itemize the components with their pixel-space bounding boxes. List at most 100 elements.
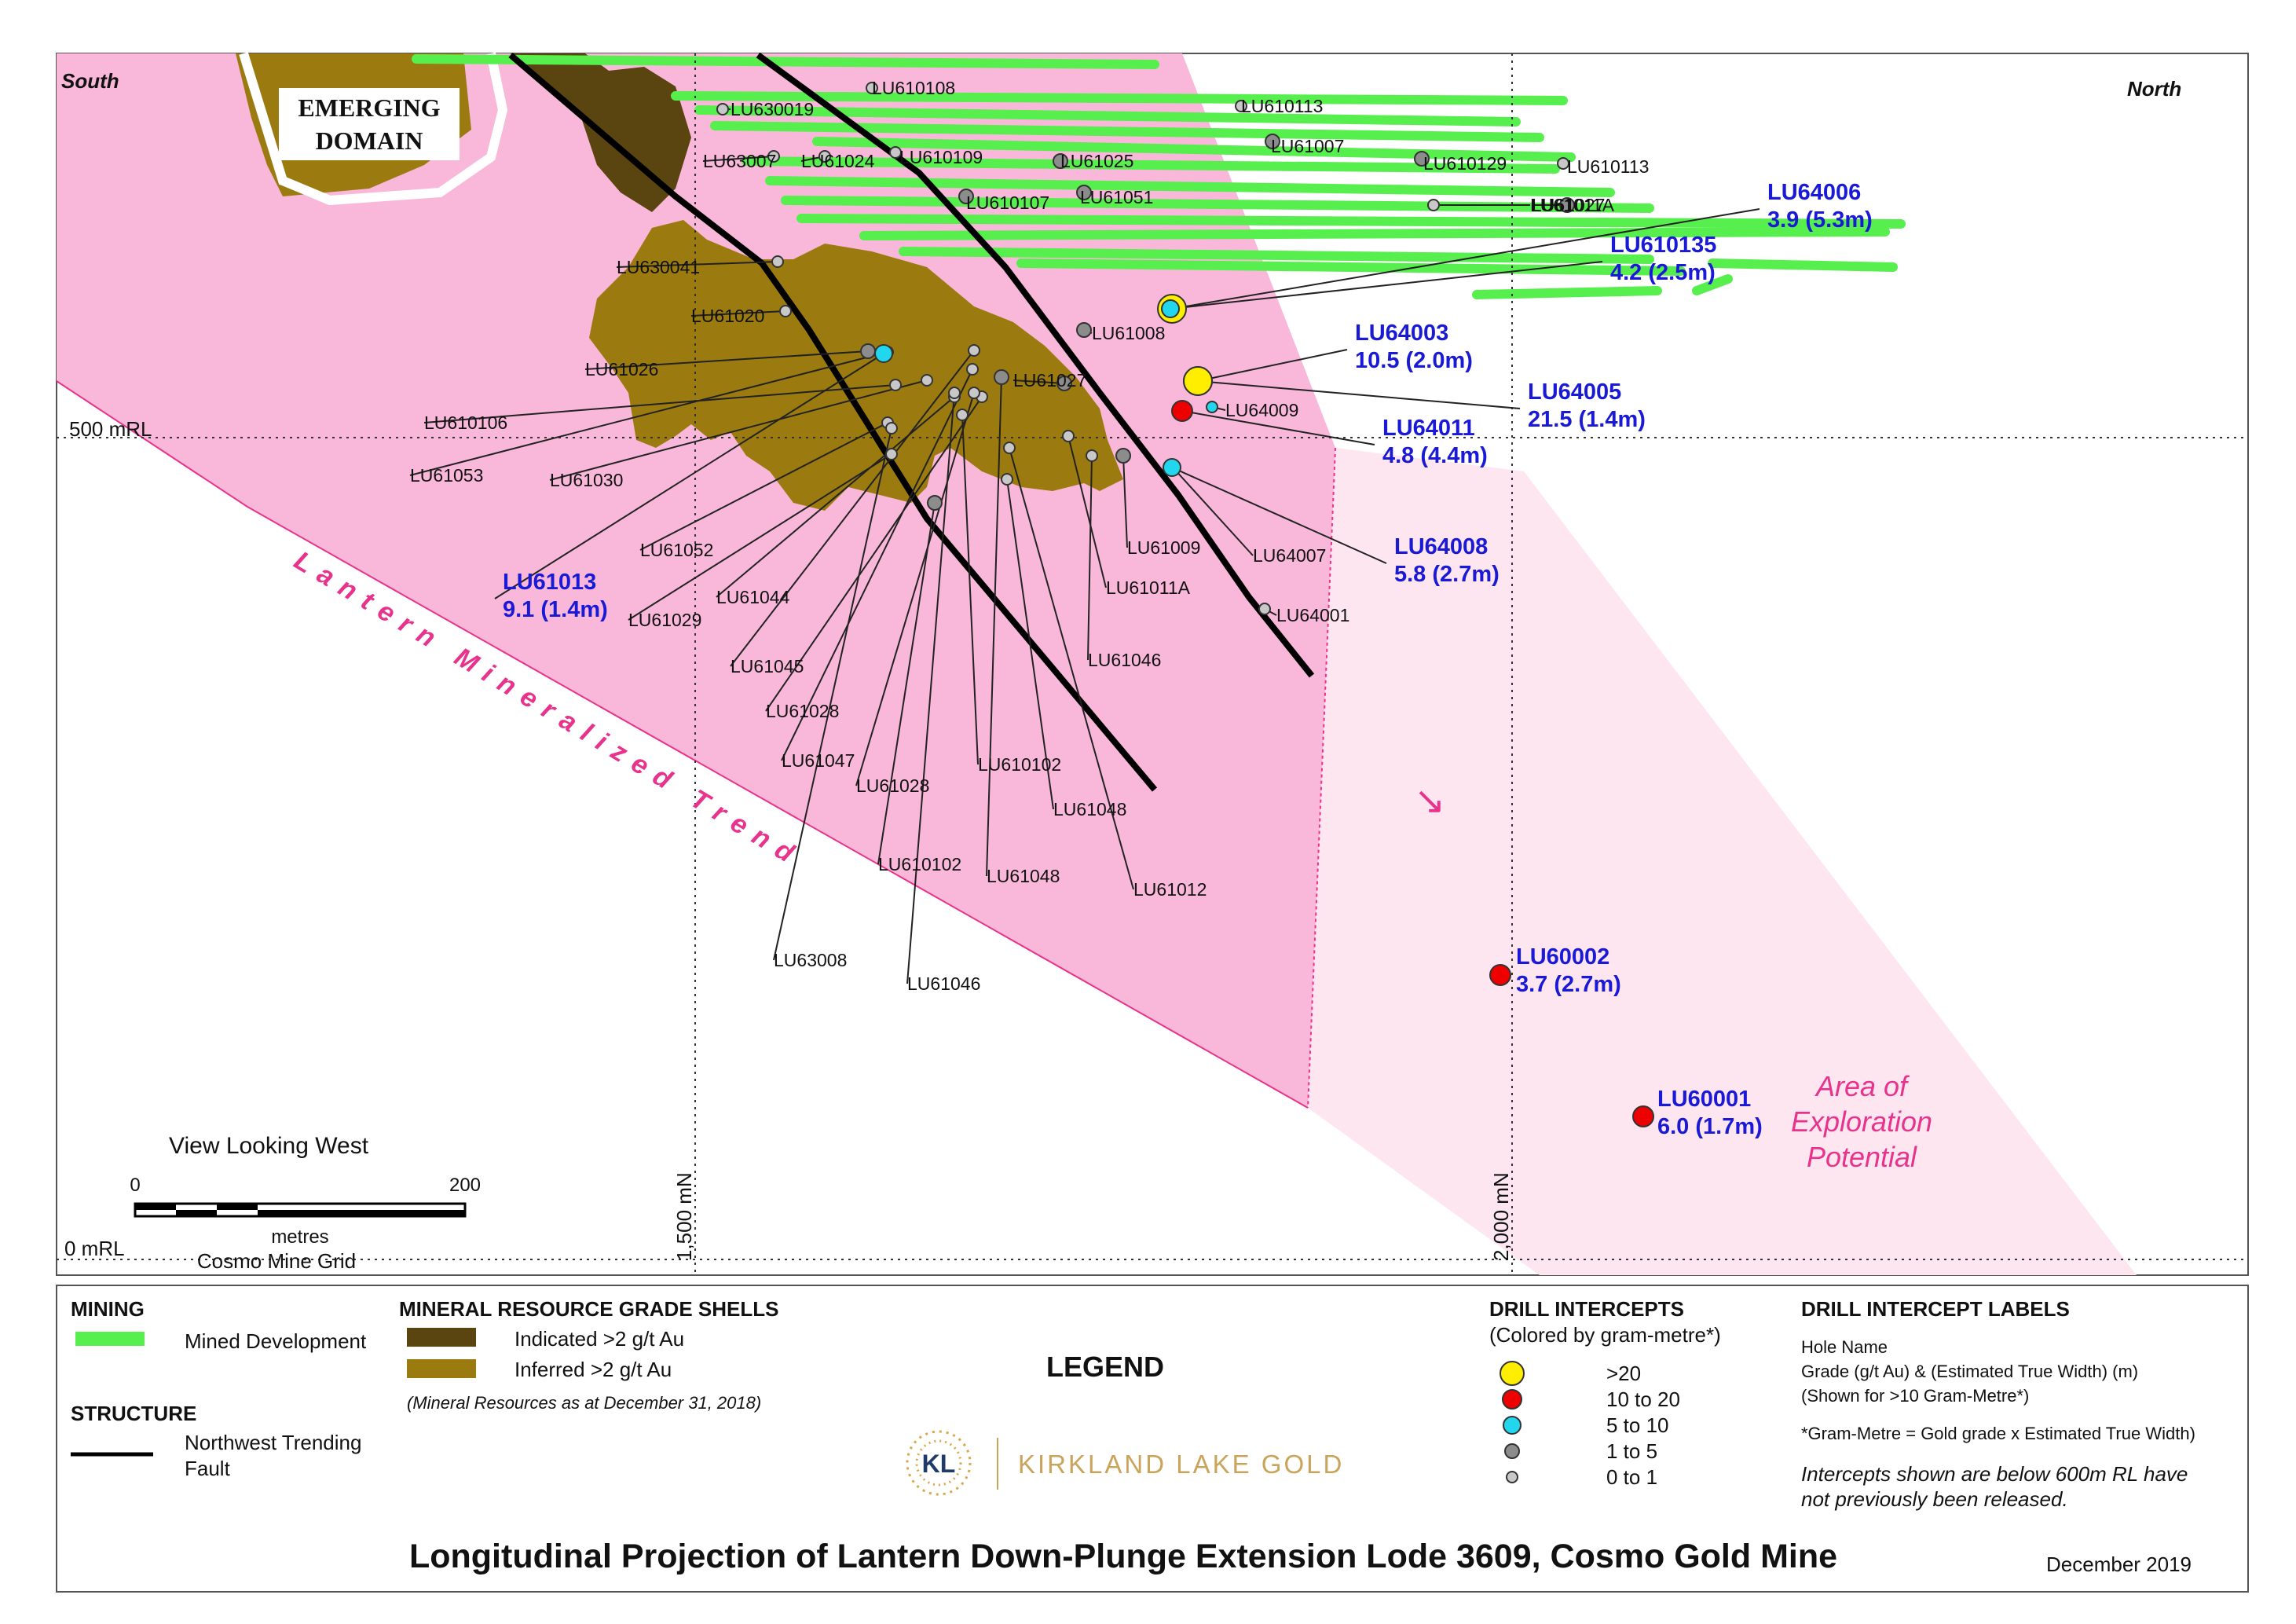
legend-class-marker: [1506, 1471, 1518, 1483]
drill-intercept-marker: [1557, 157, 1569, 170]
hole-label: LU61024: [801, 151, 875, 171]
hole-label: LU61028: [766, 701, 839, 721]
drill-intercept-marker: [889, 379, 902, 391]
hole-label: LU61009: [1127, 537, 1200, 558]
rl-500-label: 500 mRL: [69, 417, 152, 441]
drill-intercept-marker: [716, 103, 729, 115]
hole-label: LU61011A: [1530, 195, 1615, 215]
emerging-domain-line2: DOMAIN: [316, 126, 423, 155]
hole-label: LU61011A: [1106, 577, 1191, 598]
drill-intercept-marker: [927, 495, 943, 511]
drill-intercept-marker: [956, 409, 969, 421]
intercept-grade: 4.8 (4.4m): [1382, 443, 1488, 468]
mn-2000-label: 2,000 mN: [1489, 1172, 1513, 1261]
drill-trace: [549, 379, 928, 481]
drill-intercept-marker: [889, 146, 902, 159]
hole-label: LU61053: [410, 465, 483, 486]
intercept-name: LU64005: [1528, 379, 1621, 405]
view-label: View Looking West: [169, 1133, 369, 1159]
hole-label: LU61046: [907, 973, 980, 994]
northwest-fault-2: [756, 52, 1315, 678]
hole-label: LU610109: [899, 147, 983, 167]
scale-max: 200: [449, 1175, 481, 1196]
intercept-grade: 6.0 (1.7m): [1657, 1114, 1763, 1139]
intercept-marker: [1171, 400, 1193, 422]
legend-class-marker: [1503, 1416, 1522, 1435]
drill-trace: [1013, 379, 1065, 384]
exploration-line2: Exploration: [1791, 1105, 1932, 1138]
legend-class-label: 10 to 20: [1606, 1388, 1680, 1411]
grid-lines: [57, 53, 2248, 1275]
logo-company: KIRKLAND LAKE GOLD: [1018, 1450, 1344, 1479]
arrow-glyph: ↘: [1414, 780, 1445, 822]
drill-intercept-marker: [921, 374, 933, 387]
intercept-trace: [1197, 380, 1521, 409]
drill-trace: [986, 376, 1002, 877]
drill-trace: [1006, 478, 1054, 810]
emerging-domain-line1: EMERGING: [298, 93, 440, 122]
intercept-grade: 10.5 (2.0m): [1355, 348, 1473, 373]
legend-inferred-swatch: [407, 1359, 476, 1378]
legend-indicated-label: Indicated >2 g/t Au: [514, 1327, 684, 1351]
hole-label: LU61027: [1013, 370, 1086, 390]
hole-label: LU630019: [731, 99, 814, 119]
intercept-grade: 9.1 (1.4m): [503, 597, 608, 622]
drill-intercept-marker: [1414, 151, 1430, 167]
intercept-name: LU64003: [1355, 321, 1448, 346]
hole-label: LU61012: [1133, 879, 1207, 900]
drill-intercept-marker: [1053, 153, 1068, 169]
hole-label: LU64001: [1276, 605, 1349, 625]
intercept-name: LU60001: [1657, 1087, 1751, 1112]
legend-shells-note: (Mineral Resources as at December 31, 20…: [407, 1393, 761, 1413]
legend-title: LEGEND: [1046, 1351, 1164, 1383]
drill-intercept-marker: [1258, 603, 1271, 615]
drill-intercept-marker: [968, 344, 980, 357]
drill-trace: [730, 350, 975, 667]
drill-intercept-marker: [1427, 199, 1440, 211]
drill-intercept-marker: [885, 448, 898, 460]
drill-intercept-marker: [968, 387, 980, 399]
legend-class-label: 0 to 1: [1606, 1465, 1657, 1489]
intercept-marker: [1632, 1105, 1654, 1127]
scale-min: 0: [130, 1175, 140, 1196]
intercept-trace: [494, 353, 884, 599]
hole-label: LU630041: [617, 257, 700, 277]
drill-intercept-marker: [866, 82, 878, 94]
legend-shells-title: MINERAL RESOURCE GRADE SHELLS: [399, 1297, 778, 1321]
hole-label: LU61026: [585, 359, 658, 379]
company-logo: KL KIRKLAND LAKE GOLD: [906, 1430, 1344, 1496]
hole-label: LU610106: [424, 412, 507, 433]
northwest-fault-1: [508, 52, 1158, 792]
drill-trace: [628, 453, 892, 621]
south-label: South: [61, 69, 119, 93]
hole-label: LU61007: [1271, 136, 1344, 156]
emerging-domain-outline: [239, 52, 508, 206]
drill-trace: [773, 427, 892, 961]
intercept-trace: [1170, 261, 1603, 310]
hole-label: LU61030: [550, 470, 623, 490]
exploration-line1: Area of: [1814, 1070, 1910, 1102]
drill-trace: [1087, 455, 1093, 661]
drill-intercept-marker: [818, 150, 831, 163]
drill-trace: [616, 261, 778, 268]
legend-structure-title: STRUCTURE: [71, 1402, 196, 1425]
hole-label: LU61025: [1060, 151, 1133, 171]
intercept-trace: [1181, 410, 1375, 445]
lantern-trend-zone: [57, 53, 1335, 1108]
intercept-grade: 21.5 (1.4m): [1528, 407, 1646, 432]
legend-structure-item-2: Fault: [185, 1457, 231, 1480]
drill-trace: [961, 414, 979, 765]
drill-intercept-marker: [1235, 100, 1247, 112]
drill-intercept-marker: [1206, 401, 1218, 413]
intercept-marker: [1163, 458, 1181, 477]
hole-label: LU63007: [703, 151, 776, 171]
drill-intercept-marker: [958, 189, 974, 204]
hole-label: LU610107: [966, 192, 1049, 213]
drill-intercept-marker: [771, 255, 784, 268]
hole-label: LU610113: [1567, 156, 1649, 177]
drill-trace: [639, 422, 888, 551]
north-label: North: [2127, 77, 2181, 101]
